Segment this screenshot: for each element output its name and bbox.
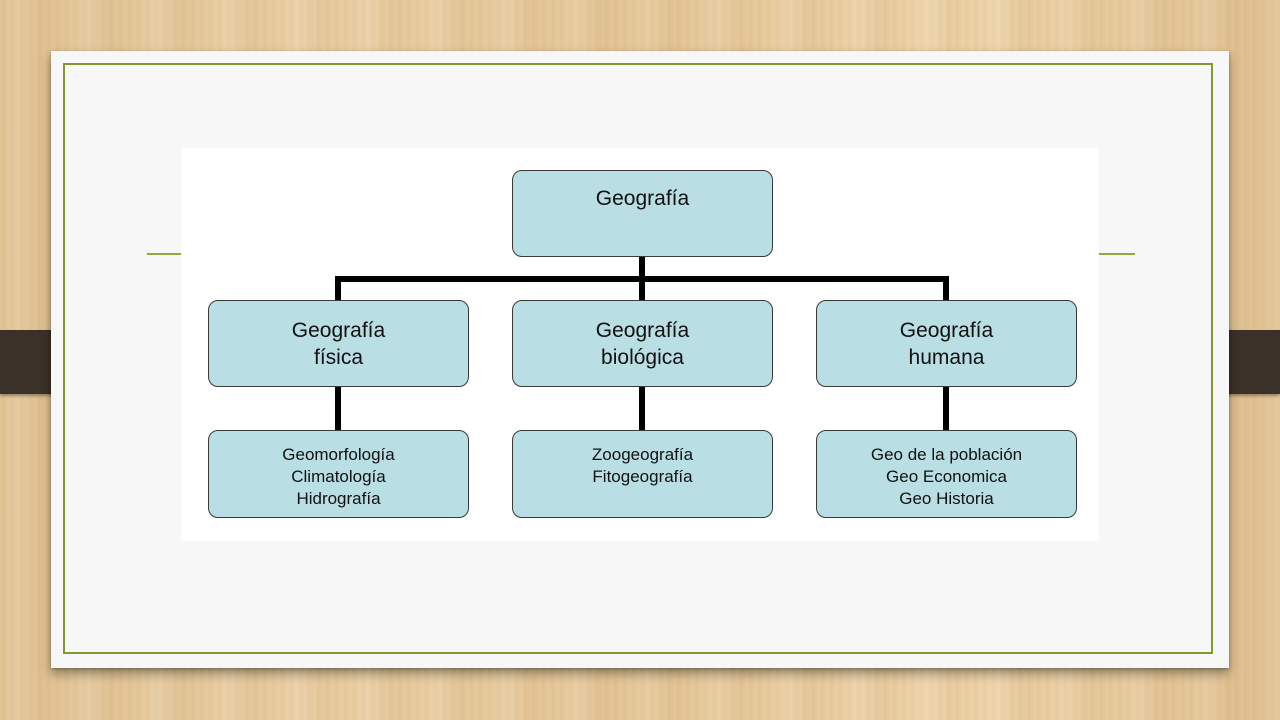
node-biologica-line2: biológica — [601, 346, 684, 369]
diagram-connectors — [335, 256, 949, 431]
subtopic-climatologia: Climatología — [291, 467, 386, 486]
node-humana-line1: Geografía — [899, 319, 994, 342]
node-geografia-humana: Geografía humana — [816, 300, 1077, 387]
node-fisica-line1: Geografía — [291, 319, 386, 342]
node-humana-subtopics: Geo de la población Geo Economica Geo Hi… — [816, 430, 1077, 518]
title-accent-line-right — [1098, 253, 1135, 255]
subtopic-fitogeografia: Fitogeografía — [592, 467, 693, 486]
node-fisica-line2: física — [313, 346, 363, 369]
node-geografia-root: Geografía — [512, 170, 773, 257]
geography-hierarchy-diagram: Geografía Geografía física Geografía bio… — [181, 148, 1099, 541]
node-geografia-fisica: Geografía física — [208, 300, 469, 387]
node-geografia-biologica: Geografía biológica — [512, 300, 773, 387]
node-root-label: Geografía — [595, 187, 690, 210]
subtopic-geo-poblacion: Geo de la población — [870, 445, 1023, 464]
slide-frame-border — [63, 63, 1213, 654]
subtopic-hidrografia: Hidrografía — [296, 489, 381, 508]
subtopic-geomorfologia: Geomorfología — [282, 445, 395, 464]
slide-card: Geografía Geografía física Geografía bio… — [51, 51, 1229, 668]
node-fisica-subtopics: Geomorfología Climatología Hidrografía — [208, 430, 469, 518]
title-accent-line-left — [147, 253, 187, 255]
node-humana-line2: humana — [908, 346, 985, 369]
node-biologica-subtopics: Zoogeografía Fitogeografía — [512, 430, 773, 518]
node-biologica-line1: Geografía — [595, 319, 690, 342]
subtopic-geo-historia: Geo Historia — [899, 489, 994, 508]
subtopic-zoogeografia: Zoogeografía — [591, 445, 694, 464]
subtopic-geo-economica: Geo Economica — [886, 467, 1007, 486]
